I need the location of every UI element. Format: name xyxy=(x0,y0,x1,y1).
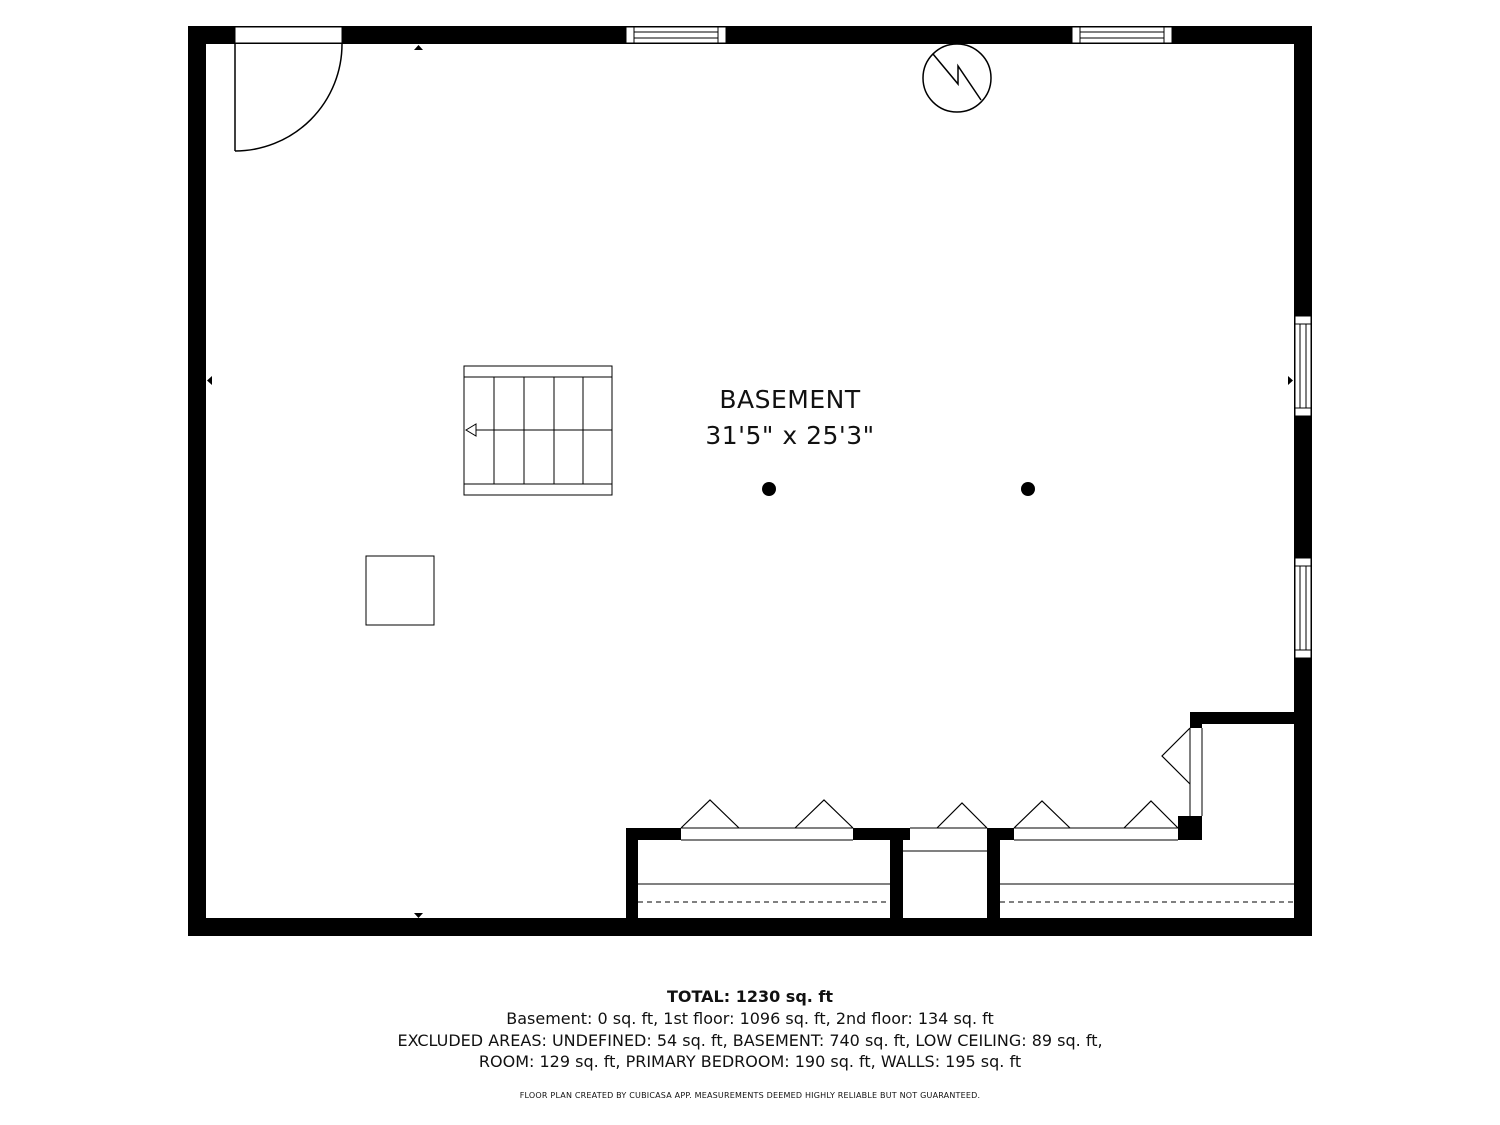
wall-markers xyxy=(207,45,1293,918)
window-icon xyxy=(625,26,727,44)
floor-fixture xyxy=(365,555,435,626)
area-summary: TOTAL: 1230 sq. ft Basement: 0 sq. ft, 1… xyxy=(0,986,1500,1100)
column-icon xyxy=(762,482,1035,496)
top-wall-openings xyxy=(234,26,1173,44)
room-name: BASEMENT xyxy=(719,385,861,414)
stairs-icon xyxy=(463,365,613,496)
door-swing-icon xyxy=(234,43,343,152)
window-icon xyxy=(1294,315,1312,417)
window-icon xyxy=(1071,26,1173,44)
other-areas: ROOM: 129 sq. ft, PRIMARY BEDROOM: 190 s… xyxy=(478,1052,1022,1071)
floor-areas: Basement: 0 sq. ft, 1st floor: 1096 sq. … xyxy=(506,1009,994,1028)
exterior-walls xyxy=(188,26,1312,936)
room-dimensions: 31'5" x 25'3" xyxy=(705,421,875,450)
excluded-areas: EXCLUDED AREAS: UNDEFINED: 54 sq. ft, BA… xyxy=(397,1030,1103,1050)
window-icon xyxy=(1294,557,1312,659)
bifold-door-icon xyxy=(680,727,1191,829)
water-heater-icon xyxy=(922,43,992,113)
total-area: TOTAL: 1230 sq. ft xyxy=(666,987,834,1006)
interior-walls xyxy=(626,712,1300,936)
floor-plan xyxy=(188,26,1312,936)
right-wall-windows xyxy=(1294,315,1312,659)
disclaimer: FLOOR PLAN CREATED BY CUBICASA APP. MEAS… xyxy=(519,1090,981,1100)
closet-details xyxy=(638,728,1294,903)
